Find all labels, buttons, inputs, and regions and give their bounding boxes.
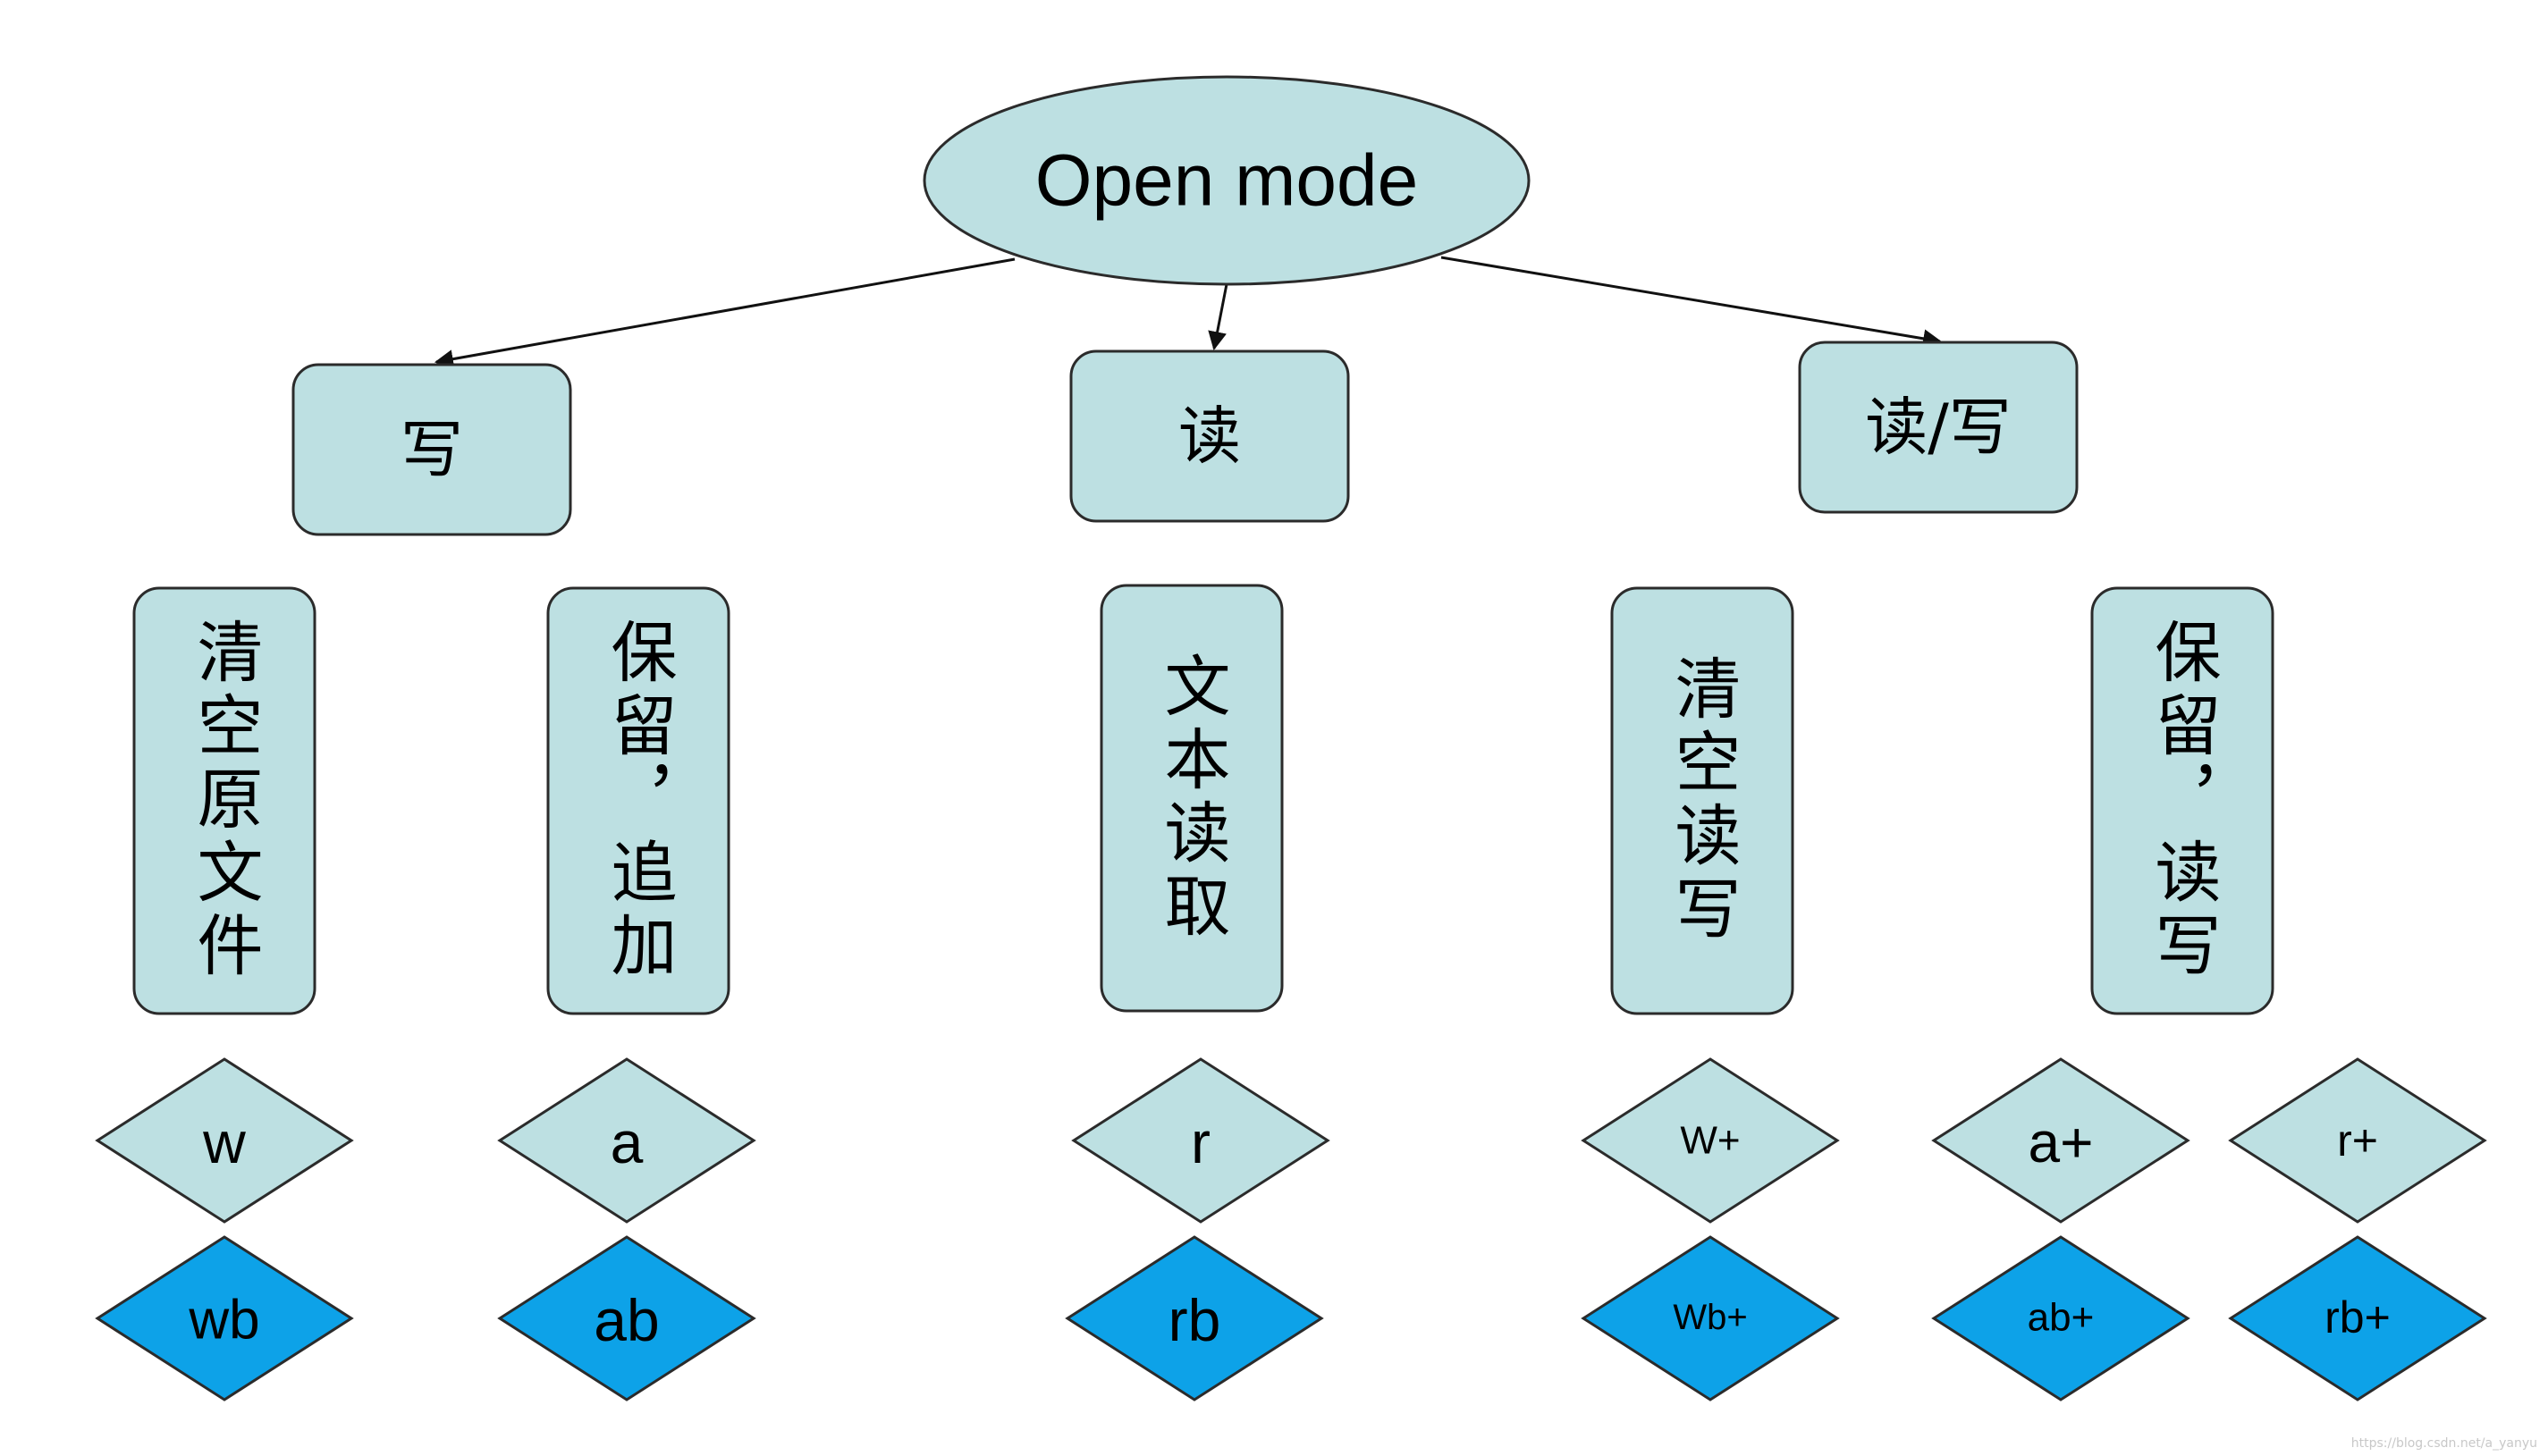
connectors [434,256,1943,369]
mode-label: rb+ [2324,1292,2391,1342]
root-ellipse [923,75,1531,286]
mode-rb: rb [1065,1235,1324,1401]
mode-label: ab+ [2028,1296,2095,1340]
mode-w-plus: W+ [1581,1057,1840,1224]
mode-label: Wb+ [1673,1298,1747,1337]
mode-label: w [202,1109,246,1175]
mode-ab: ab [497,1235,756,1401]
root-node: Open mode [923,75,1531,286]
desc-label: 保留，追加 [600,618,677,984]
desc-box [546,586,730,1015]
mode-label: wb [188,1290,259,1351]
category-box [291,363,572,536]
category-box [1798,341,2079,514]
mode-label: rb [1169,1287,1221,1353]
category-label-write: 写 [401,413,463,486]
desc-text-read: 文本读取 [1100,584,1284,1013]
diamond-shape [1581,1235,1840,1401]
diamond-shape [497,1057,756,1224]
arrow-to-write [434,257,1016,369]
desc-keep-append: 保留，追加 [546,586,730,1015]
diamond-shape [497,1235,756,1401]
diamond-shape [2228,1057,2487,1224]
watermark-text: https://blog.csdn.net/a_yanyu [2351,1436,2537,1451]
category-box [1069,349,1350,523]
desc-label: 清空读写 [1664,654,1741,947]
desc-clear-read-write: 清空读写 [1610,586,1794,1015]
mode-r-plus: r+ [2228,1057,2487,1224]
diamond-shape [95,1235,354,1401]
mode-label: a [611,1109,644,1175]
diamond-shape [1065,1235,1324,1401]
category-label-read-write: 读/写 [1865,391,2012,464]
category-label-read: 读 [1178,400,1241,473]
mode-a: a [497,1057,756,1224]
root-label: Open mode [1035,140,1419,222]
desc-box [2090,586,2274,1015]
binary-mode-diamonds: wb ab rb Wb+ ab+ rb+ [95,1235,2487,1401]
diamond-shape [1581,1057,1840,1224]
arrow-to-read [1208,283,1228,351]
mode-wb-plus: Wb+ [1581,1235,1840,1401]
mode-wb: wb [95,1235,354,1401]
desc-clear-original: 清空原文件 [132,586,316,1015]
diamond-shape [1931,1057,2190,1224]
diamond-shape [2228,1235,2487,1401]
desc-box [132,586,316,1015]
diamond-shape [1071,1057,1330,1224]
desc-box [1610,586,1794,1015]
text-mode-diamonds: w a r W+ a+ r+ [95,1057,2487,1224]
desc-label: 清空原文件 [186,618,263,984]
category-read-write: 读/写 [1798,341,2079,514]
arrow-to-read-write [1440,256,1943,349]
desc-label: 保留，读写 [2144,618,2221,984]
desc-label: 文本读取 [1153,652,1230,945]
mode-label: a+ [2029,1110,2094,1174]
diamond-shape [1931,1235,2190,1401]
mode-label: r [1191,1109,1211,1175]
category-read: 读 [1069,349,1350,523]
mode-ab-plus: ab+ [1931,1235,2190,1401]
mode-r: r [1071,1057,1330,1224]
mode-rb-plus: rb+ [2228,1235,2487,1401]
desc-keep-read-write: 保留，读写 [2090,586,2274,1015]
mode-label: W+ [1680,1119,1740,1163]
diamond-shape [95,1057,354,1224]
desc-box [1100,584,1284,1013]
category-write: 写 [291,363,572,536]
mode-w: w [95,1057,354,1224]
mode-label: r+ [2337,1115,2378,1166]
mode-label: ab [594,1287,659,1353]
mode-a-plus: a+ [1931,1057,2190,1224]
